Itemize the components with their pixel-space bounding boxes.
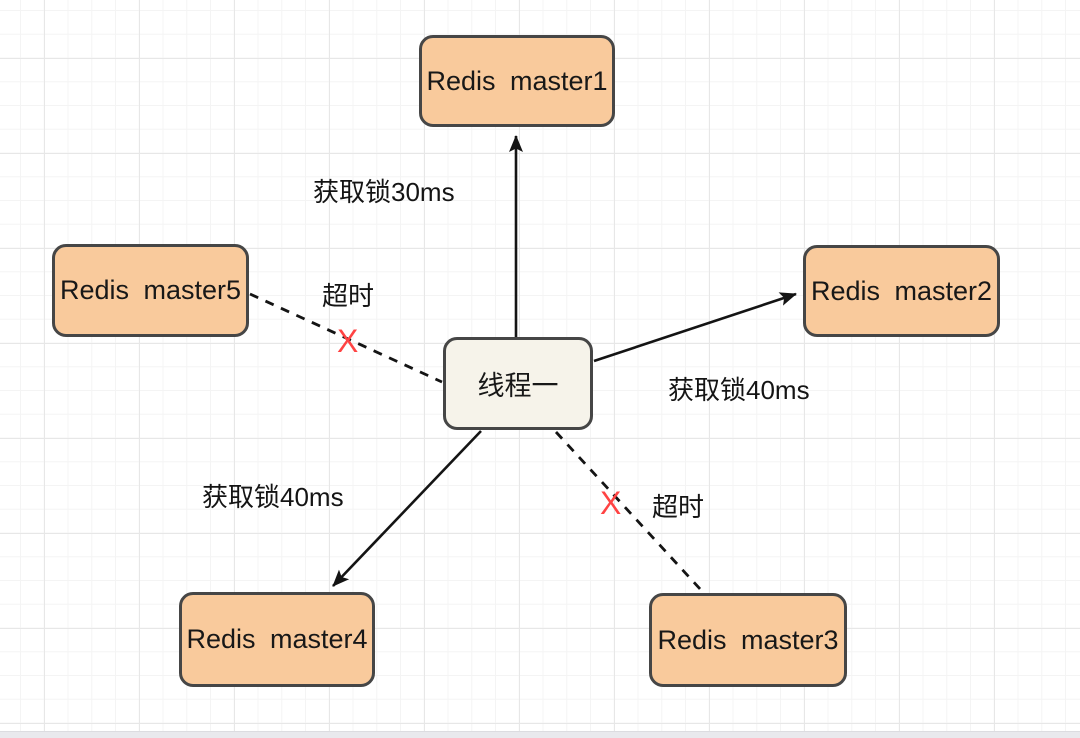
node-label: Redis master2 bbox=[810, 275, 993, 306]
edge-label-acquire-lock-40ms-master2: 获取锁40ms bbox=[668, 375, 810, 405]
node-label: 线程一 bbox=[477, 371, 559, 401]
edge-thread-to-master5-dashed bbox=[249, 292, 443, 384]
node-redis-master3: Redis master3 bbox=[649, 593, 847, 687]
node-label: Redis master4 bbox=[186, 624, 368, 654]
fail-x-mark-master3: X bbox=[600, 485, 622, 521]
fail-x-mark-master5: X bbox=[337, 323, 359, 359]
node-redis-master2: Redis master2 bbox=[803, 245, 1000, 337]
node-thread-one: 线程一 bbox=[443, 337, 593, 430]
node-redis-master4: Redis master4 bbox=[179, 592, 375, 687]
node-redis-master5: Redis master5 bbox=[52, 244, 249, 337]
node-label: Redis master5 bbox=[59, 275, 242, 305]
edge-label-acquire-lock-40ms-master4: 获取锁40ms bbox=[202, 482, 344, 512]
edge-thread-to-master4 bbox=[332, 430, 482, 587]
timeout-label-master3: 超时 bbox=[652, 492, 705, 522]
timeout-label-master5: 超时 bbox=[322, 281, 375, 311]
edge-thread-to-master3-dashed bbox=[554, 431, 703, 591]
canvas-bottom-edge bbox=[0, 731, 1080, 738]
node-label: Redis master1 bbox=[426, 65, 608, 96]
edge-label-acquire-lock-30ms: 获取锁30ms bbox=[313, 177, 455, 207]
node-redis-master1: Redis master1 bbox=[419, 35, 615, 127]
node-label: Redis master3 bbox=[657, 624, 839, 655]
edge-thread-to-master2 bbox=[593, 292, 797, 363]
